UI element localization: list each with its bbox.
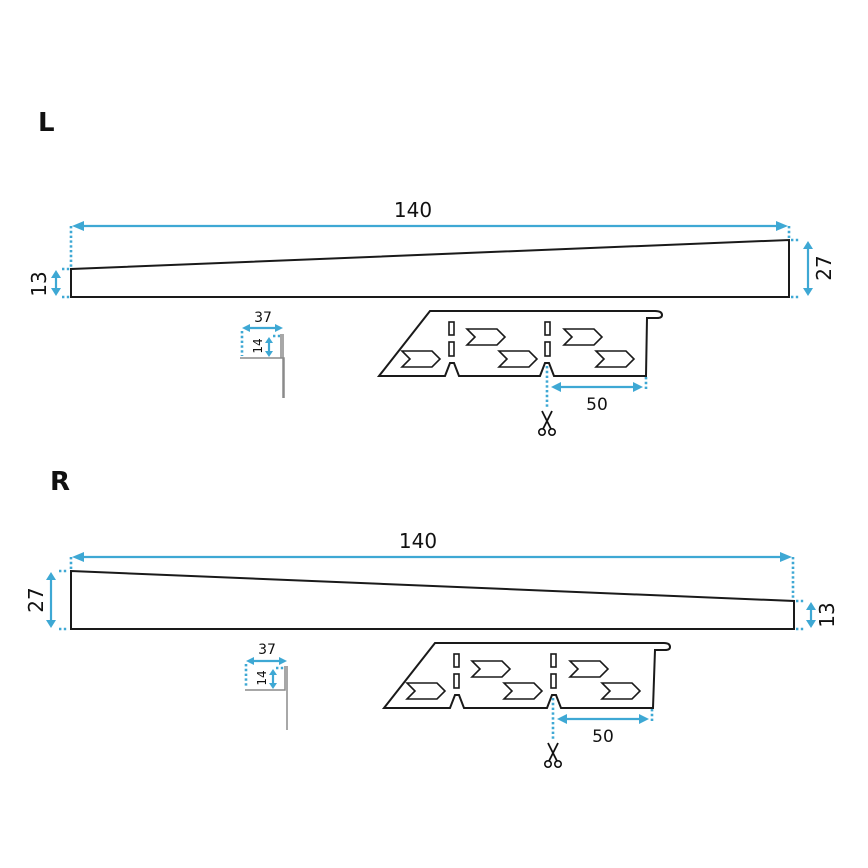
right-height-dimension: 13 bbox=[796, 599, 839, 631]
side-label-right: R bbox=[50, 467, 70, 497]
side-label-left: L bbox=[38, 108, 55, 138]
right-height-label: 13 bbox=[815, 602, 839, 627]
bracket-detail: 37 14 bbox=[244, 642, 288, 730]
section-left: L 140 13 27 bbox=[27, 108, 836, 437]
side-panel bbox=[381, 642, 672, 709]
arrow-right-icon bbox=[780, 552, 792, 562]
segment-length-label: 50 bbox=[586, 395, 608, 415]
segment-dimension: 50 bbox=[543, 698, 654, 769]
length-label: 140 bbox=[399, 529, 437, 553]
length-dimension: 140 bbox=[69, 529, 795, 600]
right-height-label: 27 bbox=[812, 255, 836, 280]
segment-length-label: 50 bbox=[592, 727, 614, 747]
bracket-width-label: 37 bbox=[258, 642, 276, 658]
length-label: 140 bbox=[394, 198, 432, 222]
arrow-left-icon bbox=[72, 552, 84, 562]
right-height-dimension: 27 bbox=[791, 238, 836, 299]
wedge-profile bbox=[70, 569, 795, 630]
scissors-icon bbox=[537, 410, 557, 437]
bracket-width-label: 37 bbox=[254, 310, 272, 326]
left-height-label: 27 bbox=[24, 587, 48, 612]
bracket-height-label: 14 bbox=[255, 670, 269, 685]
length-dimension: 140 bbox=[69, 198, 791, 268]
arrow-left-icon bbox=[72, 221, 84, 231]
section-right: R 140 27 13 bbox=[24, 467, 839, 769]
side-panel bbox=[376, 310, 664, 377]
scissors-icon bbox=[543, 742, 563, 769]
segment-dimension: 50 bbox=[537, 366, 648, 437]
bracket-detail: 37 14 bbox=[240, 310, 285, 398]
arrow-right-icon bbox=[776, 221, 788, 231]
wedge-profile bbox=[70, 238, 790, 298]
bracket-height-label: 14 bbox=[251, 338, 265, 353]
left-height-label: 13 bbox=[27, 271, 51, 296]
left-height-dimension: 13 bbox=[27, 267, 70, 299]
left-height-dimension: 27 bbox=[24, 569, 68, 631]
